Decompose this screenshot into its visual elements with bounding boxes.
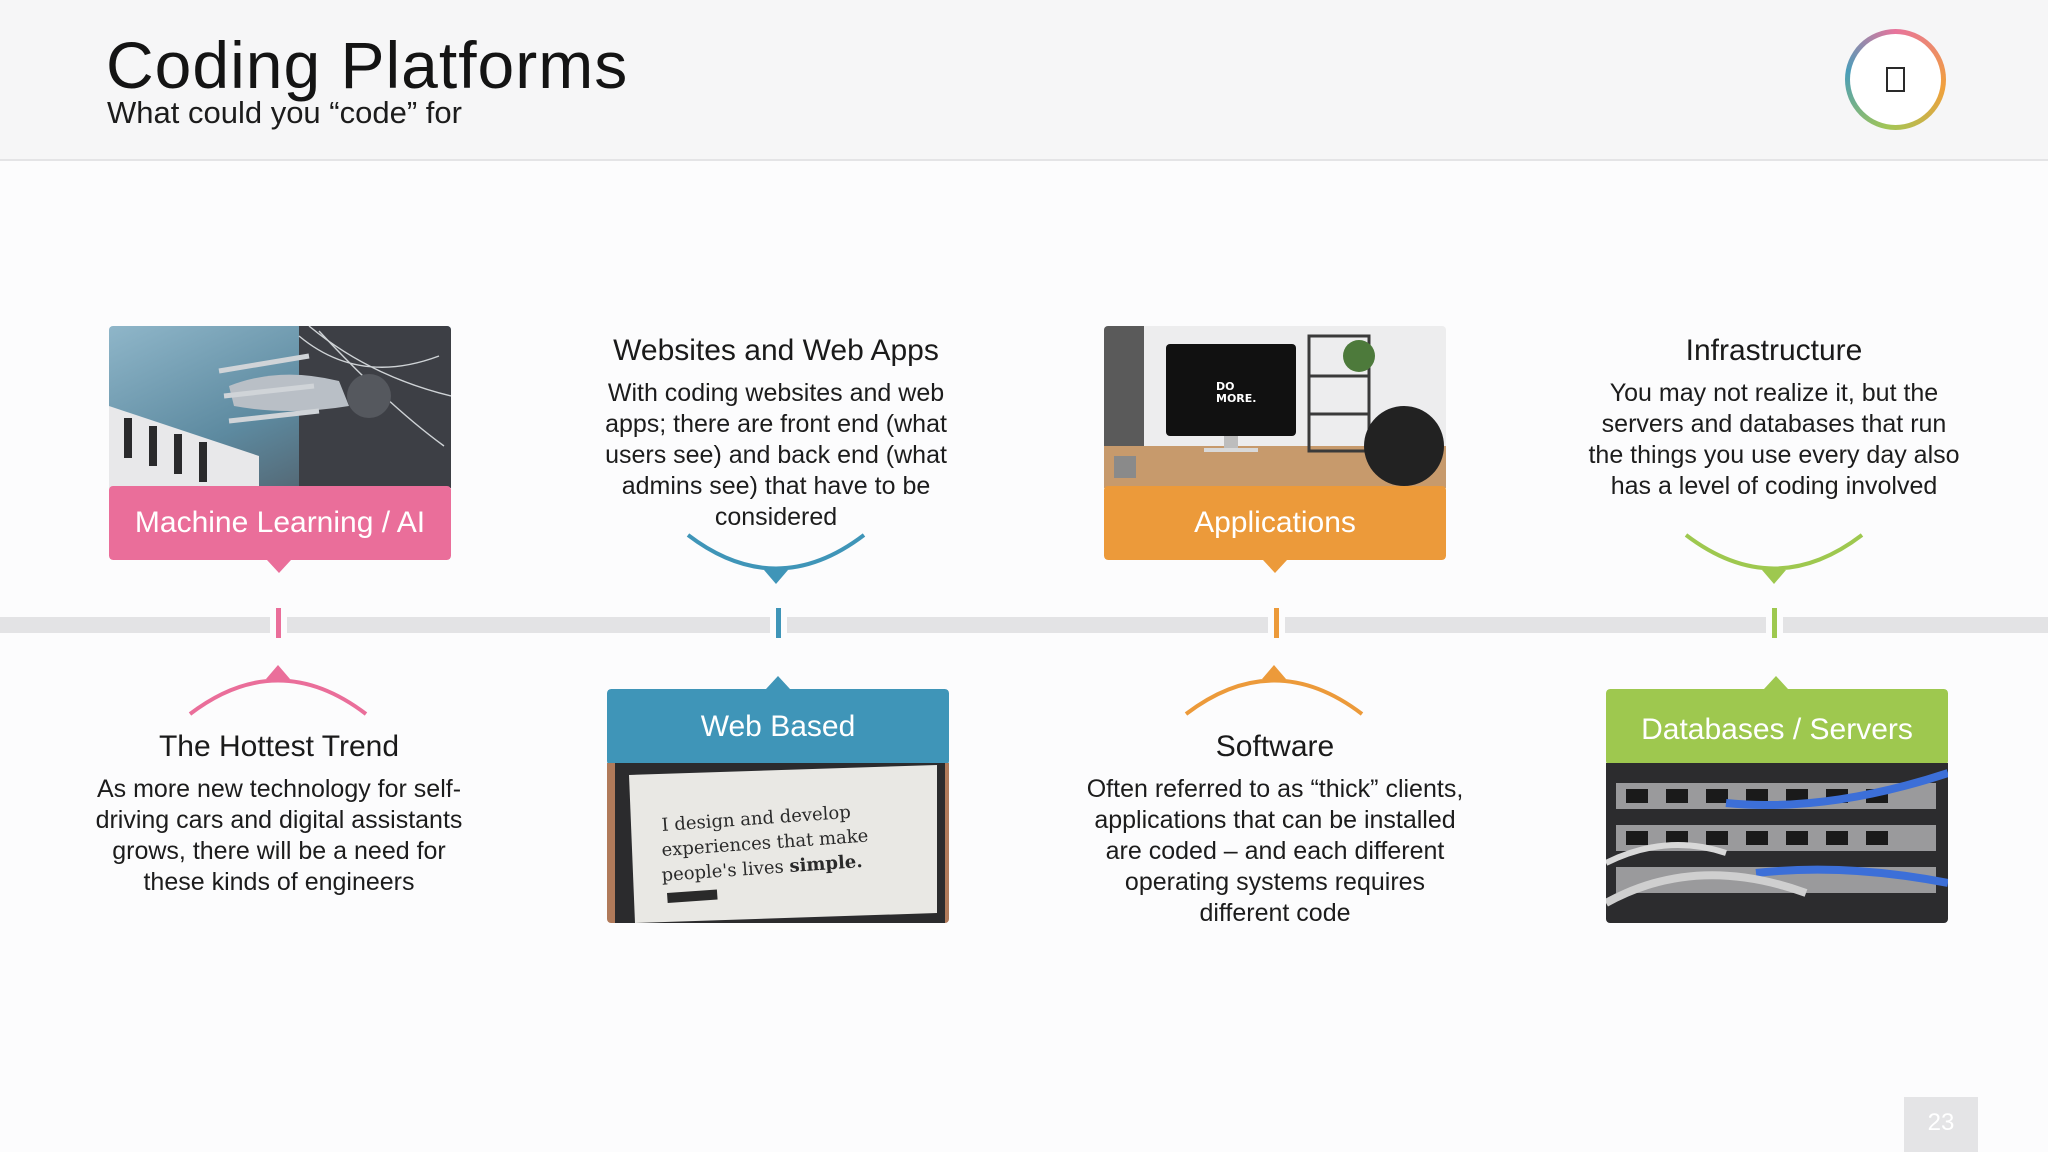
pointer-apps <box>1263 560 1287 573</box>
block-body: Often referred to as “thick” clients, ap… <box>1086 775 1464 927</box>
pointer-web <box>766 676 790 689</box>
block-title: Websites and Web Apps <box>613 334 939 367</box>
page-subtitle: What could you “code” for <box>107 95 462 130</box>
arc-web <box>686 533 866 584</box>
block-title: Software <box>1215 730 1335 763</box>
block-title: Infrastructure <box>1685 334 1863 367</box>
timeline-marker-db <box>1766 608 1783 638</box>
network-cables-photo <box>1606 763 1948 923</box>
doc-icon <box>1886 67 1905 92</box>
timeline-marker-web <box>770 608 787 638</box>
laptop-webpage-photo: I design and develop experiences that ma… <box>607 763 949 923</box>
svg-text:MORE.: MORE. <box>1216 392 1256 405</box>
slide-header: Coding Platforms What could you “code” f… <box>0 0 2048 161</box>
pointer-db <box>1764 676 1788 689</box>
pointer-ml <box>267 560 291 573</box>
card-label-web: Web Based <box>607 689 949 765</box>
block-infrastructure: Infrastructure You may not realize it, b… <box>1584 332 1964 502</box>
block-title: The Hottest Trend <box>158 730 400 763</box>
timeline-marker-apps <box>1268 608 1285 638</box>
arc-infra <box>1684 533 1864 584</box>
robot-hand-photo <box>109 326 451 488</box>
page-title: Coding Platforms <box>106 28 629 102</box>
card-label-apps: Applications <box>1104 486 1446 560</box>
block-body: You may not realize it, but the servers … <box>1588 379 1960 500</box>
card-databases: Databases / Servers <box>1606 689 1948 923</box>
block-body: As more new technology for self-driving … <box>95 775 463 896</box>
page-number: 23 <box>1904 1097 1978 1152</box>
block-hottest-trend: The Hottest Trend As more new technology… <box>89 728 469 898</box>
card-label-ml: Machine Learning / AI <box>109 486 451 560</box>
timeline-marker-ml <box>270 608 287 638</box>
block-websites: Websites and Web Apps With coding websit… <box>586 332 966 533</box>
brand-logo <box>1845 29 1946 130</box>
svg-text:DO: DO <box>1216 380 1234 393</box>
desktop-monitor-photo: DO MORE. <box>1104 326 1446 488</box>
card-web-based: Web Based I design and develop experienc… <box>607 689 949 923</box>
arc-apps <box>1184 665 1364 716</box>
arc-ml <box>188 665 368 716</box>
card-machine-learning: Machine Learning / AI <box>109 326 451 560</box>
card-label-db: Databases / Servers <box>1606 689 1948 765</box>
block-body: With coding websites and web apps; there… <box>605 379 947 531</box>
block-software: Software Often referred to as “thick” cl… <box>1085 728 1465 929</box>
timeline-bar <box>0 617 2048 633</box>
card-applications: DO MORE. Applications <box>1104 326 1446 560</box>
